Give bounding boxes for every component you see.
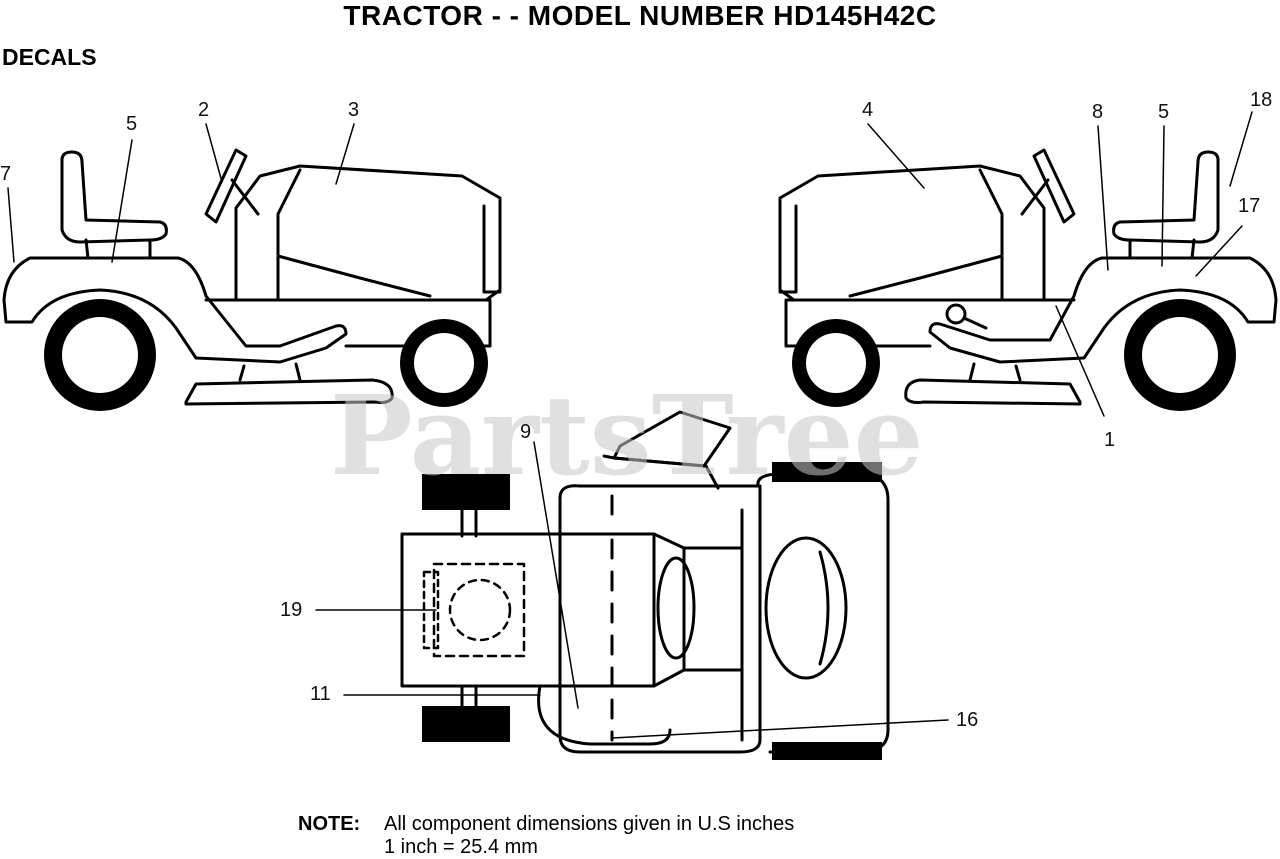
callout-17: 17 xyxy=(1238,195,1260,217)
top-rear-deck xyxy=(400,532,656,688)
top-left-front-tire xyxy=(422,706,510,742)
callout-19: 19 xyxy=(280,599,302,621)
left-hood xyxy=(234,164,502,302)
top-grille xyxy=(764,536,848,680)
left-mower-deck xyxy=(184,378,394,406)
page-title: TRACTOR - - MODEL NUMBER HD145H42C xyxy=(343,0,937,31)
left-front-wheel xyxy=(400,319,488,407)
top-left-rear-tire xyxy=(422,474,510,510)
left-seat xyxy=(60,150,168,244)
left-steering-wheel xyxy=(204,148,248,224)
callout-5-left: 5 xyxy=(126,113,137,135)
watermark-text: PartsTree xyxy=(330,371,924,500)
top-view-tractor xyxy=(400,410,890,760)
callout-18: 18 xyxy=(1250,89,1272,111)
right-side-tractor xyxy=(778,148,1278,411)
left-rear-wheel xyxy=(44,299,156,411)
callout-1: 1 xyxy=(1104,429,1115,451)
section-title: DECALS xyxy=(2,44,97,70)
right-mower-deck xyxy=(904,378,1082,406)
callout-5-right: 5 xyxy=(1158,101,1169,123)
left-rear-fender xyxy=(2,256,348,364)
callout-4: 4 xyxy=(862,99,873,121)
note-label: NOTE: xyxy=(298,813,361,835)
right-front-wheel xyxy=(792,319,880,407)
callout-7: 7 xyxy=(0,163,11,185)
callout-11: 11 xyxy=(310,683,331,705)
callout-2: 2 xyxy=(198,99,209,121)
callout-3: 3 xyxy=(348,99,359,121)
top-seat xyxy=(612,410,732,468)
callout-8: 8 xyxy=(1092,101,1103,123)
right-rear-fender xyxy=(928,256,1278,364)
dimensions-note: NOTE: All component dimensions given in U… xyxy=(298,813,794,859)
left-side-tractor xyxy=(2,148,502,411)
right-steering-wheel xyxy=(1032,148,1076,224)
callout-16: 16 xyxy=(956,709,978,731)
right-hood xyxy=(778,164,1046,302)
right-seat xyxy=(1112,150,1220,244)
right-rear-wheel xyxy=(1124,299,1236,411)
callout-9: 9 xyxy=(520,421,531,443)
note-line-2: 1 inch = 25.4 mm xyxy=(384,836,538,858)
note-line-1: All component dimensions given in U.S in… xyxy=(384,813,795,835)
